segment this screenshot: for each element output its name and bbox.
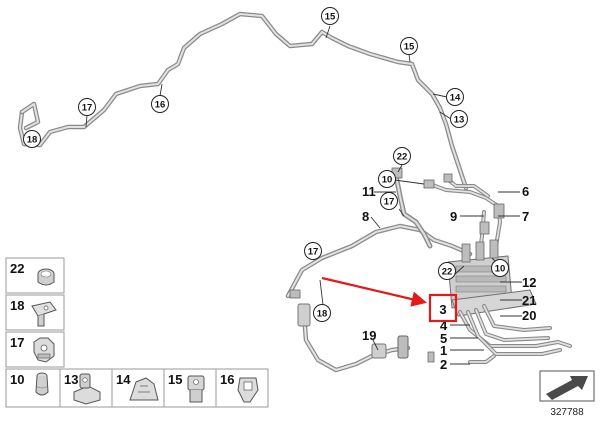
legend-item-17[interactable]: 17 <box>5 331 65 368</box>
front-brake-pipe <box>285 173 473 299</box>
label-12: 12 <box>522 275 536 290</box>
callout-text: 18 <box>317 309 328 320</box>
grommet-icon <box>35 372 49 396</box>
callout-22-top: 22 <box>393 147 411 165</box>
callout-17-left: 17 <box>304 242 322 260</box>
legend-label: 18 <box>10 298 24 313</box>
band-clamp-icon <box>37 268 55 286</box>
long-brake-line <box>17 11 469 191</box>
label-7: 7 <box>522 209 529 224</box>
label-21: 21 <box>522 293 536 308</box>
callout-13: 13 <box>450 110 468 128</box>
legend-item-18[interactable]: 18 <box>5 294 65 331</box>
callout-text: 22 <box>442 267 453 278</box>
callout-text: 22 <box>397 152 408 163</box>
label-11: 11 <box>362 184 376 199</box>
callout-10-top: 10 <box>378 170 396 188</box>
label-19: 19 <box>362 328 376 343</box>
legend-item-13[interactable]: 13 <box>59 368 113 408</box>
label-5: 5 <box>440 331 447 346</box>
flex-brake-hose <box>297 303 435 373</box>
callout-18-top: 18 <box>23 130 41 148</box>
bracket-clip-icon <box>31 301 57 327</box>
holder-clip-icon <box>187 375 205 403</box>
callout-text: 10 <box>495 264 506 275</box>
legend-item-15[interactable]: 15 <box>163 368 217 408</box>
direction-indicator <box>539 370 595 402</box>
leader-lines <box>29 25 522 365</box>
label-6: 6 <box>522 184 529 199</box>
legend-label: 15 <box>168 372 182 387</box>
callout-text: 15 <box>404 42 415 53</box>
legend-label: 14 <box>116 372 131 387</box>
valve-block-bundle <box>447 239 572 364</box>
double-clip-icon <box>73 373 101 405</box>
callout-text: 18 <box>27 135 38 146</box>
callout-18-left: 18 <box>313 304 331 322</box>
callout-15-top: 15 <box>321 7 339 25</box>
callout-16: 16 <box>151 95 169 113</box>
callout-17-mid: 17 <box>380 192 398 210</box>
highlight-part-3: 3 <box>321 276 458 323</box>
label-1: 1 <box>440 343 447 358</box>
callout-text: 13 <box>454 115 465 126</box>
pipe-clip-icon <box>33 337 55 363</box>
label-2: 2 <box>440 357 447 372</box>
callout-10-right: 10 <box>491 259 509 277</box>
legend-item-10[interactable]: 10 <box>5 368 65 408</box>
callout-text: 16 <box>155 100 166 111</box>
callout-14: 14 <box>446 88 464 106</box>
callout-text: 17 <box>82 103 93 114</box>
label-4: 4 <box>440 318 448 333</box>
callout-22-right: 22 <box>438 262 456 280</box>
spring-clip-icon <box>129 377 159 401</box>
callout-text: 10 <box>382 175 393 186</box>
parts-legend: 22 18 17 <box>5 257 269 408</box>
part-labels: 11 8 6 9 7 12 21 20 4 5 1 2 19 <box>362 184 536 372</box>
label-3: 3 <box>439 302 446 317</box>
legend-label: 17 <box>10 335 24 350</box>
callout-text: 17 <box>308 247 319 258</box>
label-8: 8 <box>362 209 369 224</box>
legend-item-22[interactable]: 22 <box>5 257 65 294</box>
label-9: 9 <box>450 209 457 224</box>
arrow-icon <box>546 376 588 400</box>
callout-text: 15 <box>325 12 336 23</box>
callout-text: 14 <box>450 93 461 104</box>
reference-number: 327788 <box>550 407 584 418</box>
callout-15-right: 15 <box>400 37 418 55</box>
legend-item-16[interactable]: 16 <box>215 368 269 408</box>
legend-item-14[interactable]: 14 <box>111 368 165 408</box>
retainer-clip-icon <box>237 377 259 403</box>
legend-label: 10 <box>10 372 24 387</box>
pipe-fittings <box>289 167 453 299</box>
legend-label: 22 <box>10 261 24 276</box>
label-20: 20 <box>522 308 536 323</box>
callout-17-top: 17 <box>78 98 96 116</box>
legend-label: 16 <box>220 372 234 387</box>
callout-text: 17 <box>384 197 395 208</box>
legend-label: 13 <box>64 372 78 387</box>
